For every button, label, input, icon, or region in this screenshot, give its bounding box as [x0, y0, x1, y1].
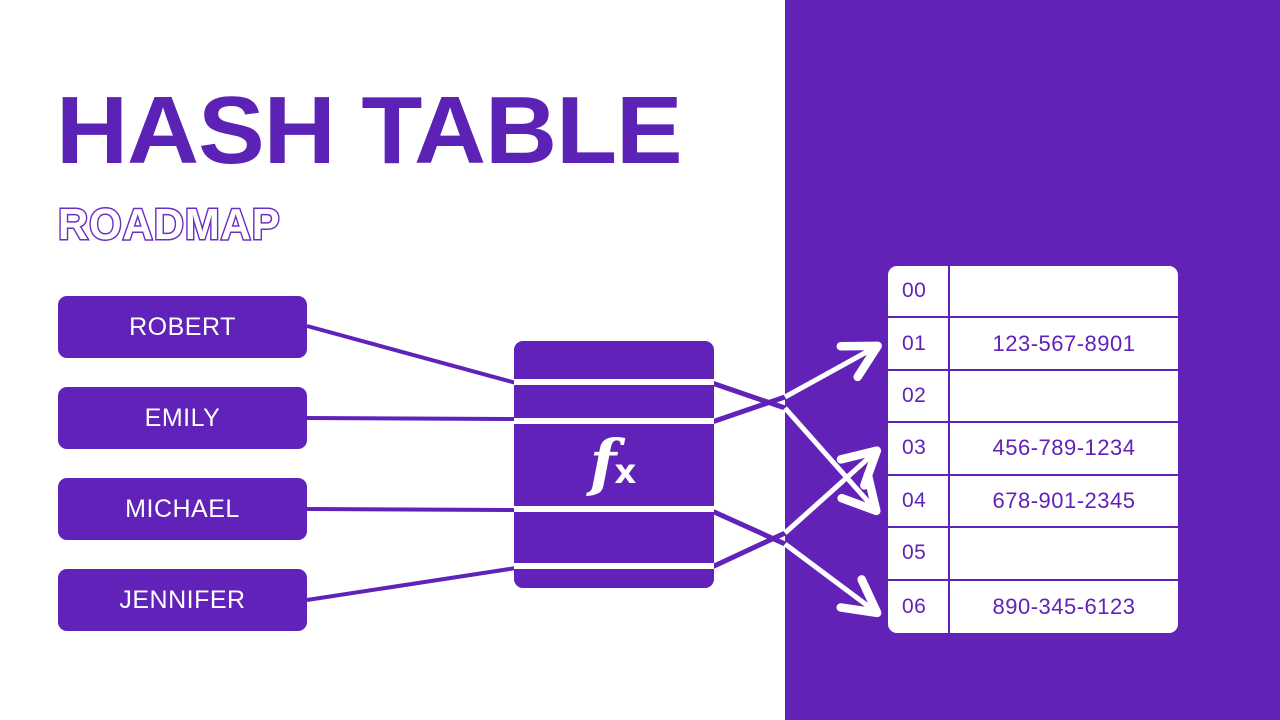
table-row[interactable]: 05: [888, 528, 1178, 581]
row-value: [950, 528, 1178, 578]
row-value: [950, 371, 1178, 421]
key-box-michael[interactable]: MICHAEL: [58, 478, 307, 540]
row-index: 00: [888, 266, 950, 317]
row-index: 02: [888, 370, 950, 422]
table-row[interactable]: 04 678-901-2345: [888, 475, 1178, 529]
table-row[interactable]: 03 456-789-1234: [888, 423, 1178, 476]
key-box-robert[interactable]: ROBERT: [58, 296, 307, 358]
fn-divider: [514, 563, 714, 569]
row-index: 06: [888, 580, 950, 633]
key-box-jennifer[interactable]: JENNIFER: [58, 569, 307, 631]
fn-divider: [514, 379, 714, 385]
fn-glyph-x: x: [614, 452, 637, 492]
table-row[interactable]: 01 123-567-8901: [888, 318, 1178, 371]
row-index: 03: [888, 423, 950, 474]
key-label: JENNIFER: [119, 585, 246, 614]
row-index: 01: [888, 318, 950, 369]
page-subtitle: ROADMAP: [57, 200, 282, 249]
table-row[interactable]: 02: [888, 370, 1178, 424]
row-value: 890-345-6123: [992, 593, 1136, 619]
key-box-emily[interactable]: EMILY: [58, 387, 307, 449]
row-value: 678-901-2345: [992, 487, 1136, 513]
table-row[interactable]: 06 890-345-6123: [888, 580, 1178, 633]
row-index: 05: [888, 528, 950, 579]
page-title: HASH TABLE: [56, 77, 683, 184]
key-label: MICHAEL: [125, 494, 240, 523]
table-row[interactable]: 00: [888, 266, 1178, 319]
row-value: 123-567-8901: [992, 330, 1136, 356]
row-index: 04: [888, 475, 950, 527]
hash-table: 00 01 123-567-8901 02 03 456-789-1234 04…: [888, 266, 1178, 633]
row-value: [950, 266, 1178, 316]
key-label: EMILY: [144, 403, 221, 432]
fn-divider: [514, 506, 714, 512]
key-label: ROBERT: [129, 312, 236, 341]
fn-glyph-f: f: [589, 425, 617, 499]
fn-divider: [514, 418, 714, 424]
row-value: 456-789-1234: [992, 435, 1136, 461]
